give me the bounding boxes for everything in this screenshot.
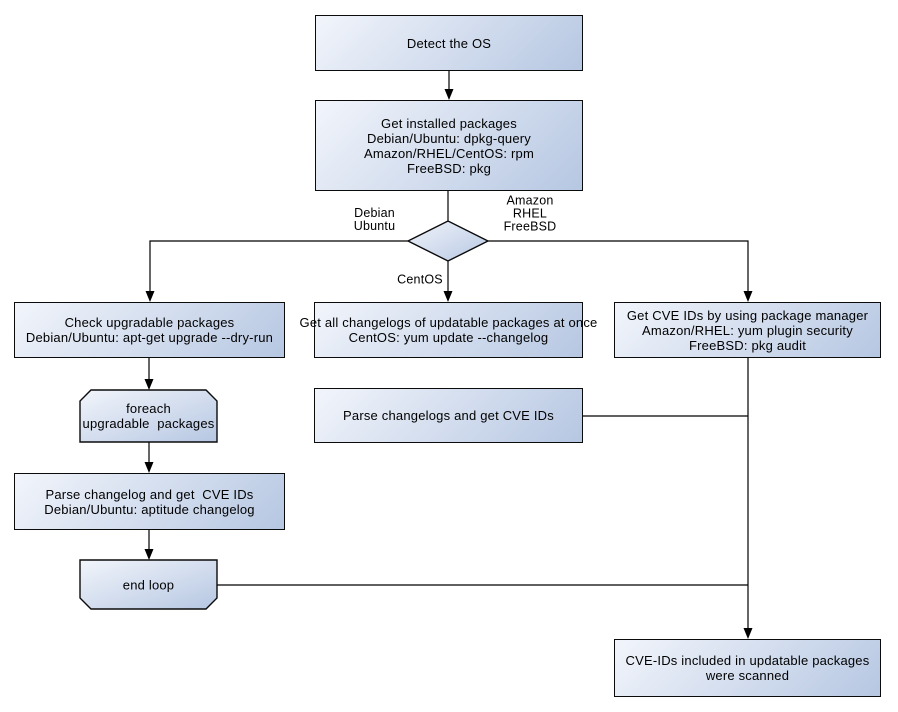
node-parse-changelog-each-label: Parse changelog and get CVE IDs Debian/U… — [44, 486, 255, 517]
edge-label-debian-ubuntu: Debian Ubuntu — [353, 205, 396, 233]
arrowhead-into-foreach — [144, 379, 154, 390]
arrowhead-into-parse-changelog — [144, 462, 154, 473]
node-get-cve-ids-pm: Get CVE IDs by using package manager Ama… — [614, 302, 881, 358]
node-get-all-changelogs: Get all changelogs of updatable packages… — [300, 302, 597, 358]
arrowhead-into-get-cve-ids — [743, 291, 753, 302]
end-loop-label: end loop — [122, 577, 175, 592]
edge-label-centos: CentOS — [397, 272, 443, 286]
node-result: CVE-IDs included in updatable packages w… — [614, 639, 881, 697]
edge-decision-to-check-upgradable — [149, 240, 408, 292]
arrowhead-into-get-all-changelogs — [443, 291, 453, 302]
edge-decision-to-get-cve-ids — [488, 240, 749, 292]
arrowhead-into-endloop — [144, 549, 154, 560]
node-check-upgradable-label: Check upgradable packages Debian/Ubuntu:… — [25, 315, 274, 345]
foreach-loop-label: foreach upgradable packages — [82, 401, 215, 431]
end-loop-shape — [79, 559, 218, 610]
node-get-installed-packages-label: Get installed packages Debian/Ubuntu: dp… — [363, 115, 535, 176]
foreach-loop-shape — [79, 389, 218, 443]
edge-label-amazon-rhel-freebsd: Amazon RHEL FreeBSD — [503, 193, 557, 234]
node-get-all-changelogs-label: Get all changelogs of updatable packages… — [299, 315, 598, 345]
node-detect-os-label: Detect the OS — [406, 35, 492, 51]
node-check-upgradable: Check upgradable packages Debian/Ubuntu:… — [14, 302, 285, 358]
node-detect-os: Detect the OS — [315, 15, 583, 71]
node-get-cve-ids-pm-label: Get CVE IDs by using package manager Ama… — [626, 307, 869, 353]
node-result-label: CVE-IDs included in updatable packages w… — [625, 653, 870, 683]
decision-diamond — [406, 220, 490, 262]
arrowhead-into-result — [743, 628, 753, 639]
arrowhead-into-check-upgradable — [145, 291, 155, 302]
node-parse-changelog-each: Parse changelog and get CVE IDs Debian/U… — [14, 473, 285, 530]
arrowhead-into-installed — [444, 89, 454, 100]
node-parse-changelogs-once-label: Parse changelogs and get CVE IDs — [343, 408, 554, 423]
node-get-installed-packages: Get installed packages Debian/Ubuntu: dp… — [315, 100, 583, 191]
node-parse-changelogs-once: Parse changelogs and get CVE IDs — [314, 388, 583, 443]
